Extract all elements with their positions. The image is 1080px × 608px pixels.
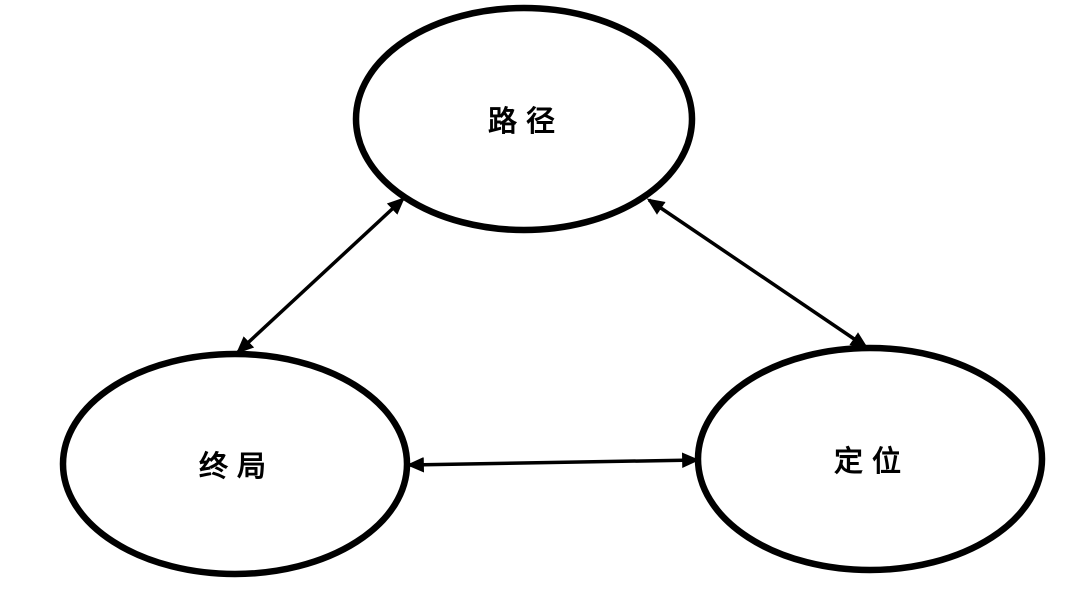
node-label-path: 路径 — [488, 104, 564, 138]
node-label-endgame: 终局 — [199, 449, 275, 483]
arrow-path-endgame — [236, 197, 405, 354]
node-ellipse-endgame — [59, 350, 411, 578]
arrow-endgame-positioning — [406, 452, 700, 473]
arrow-path-positioning — [646, 198, 869, 349]
node-ellipse-positioning — [694, 344, 1046, 574]
node-ellipse-path — [352, 4, 696, 234]
node-label-positioning: 定位 — [834, 444, 910, 478]
